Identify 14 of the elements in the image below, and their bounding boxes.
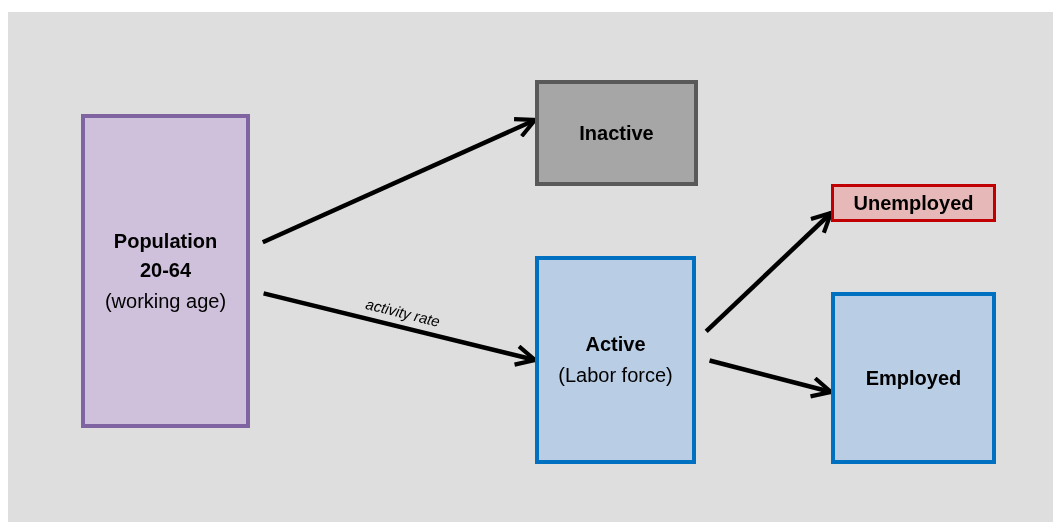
node-title: Employed — [865, 365, 962, 391]
node-title: Inactive — [579, 120, 654, 146]
node-title: Unemployed — [853, 190, 974, 216]
node-subtitle: (working age) — [104, 288, 227, 314]
population-box — [81, 114, 250, 428]
node-subtitle: (Labor force) — [558, 363, 673, 388]
arrow — [704, 210, 834, 333]
node-title: Population 20-64 — [112, 228, 219, 283]
node-title: Active — [585, 332, 646, 357]
process-box — [535, 256, 696, 464]
process-box — [831, 292, 996, 464]
unemployed-box — [831, 184, 996, 222]
edge-label: activity rate — [363, 294, 442, 330]
inactive-box — [535, 80, 698, 186]
